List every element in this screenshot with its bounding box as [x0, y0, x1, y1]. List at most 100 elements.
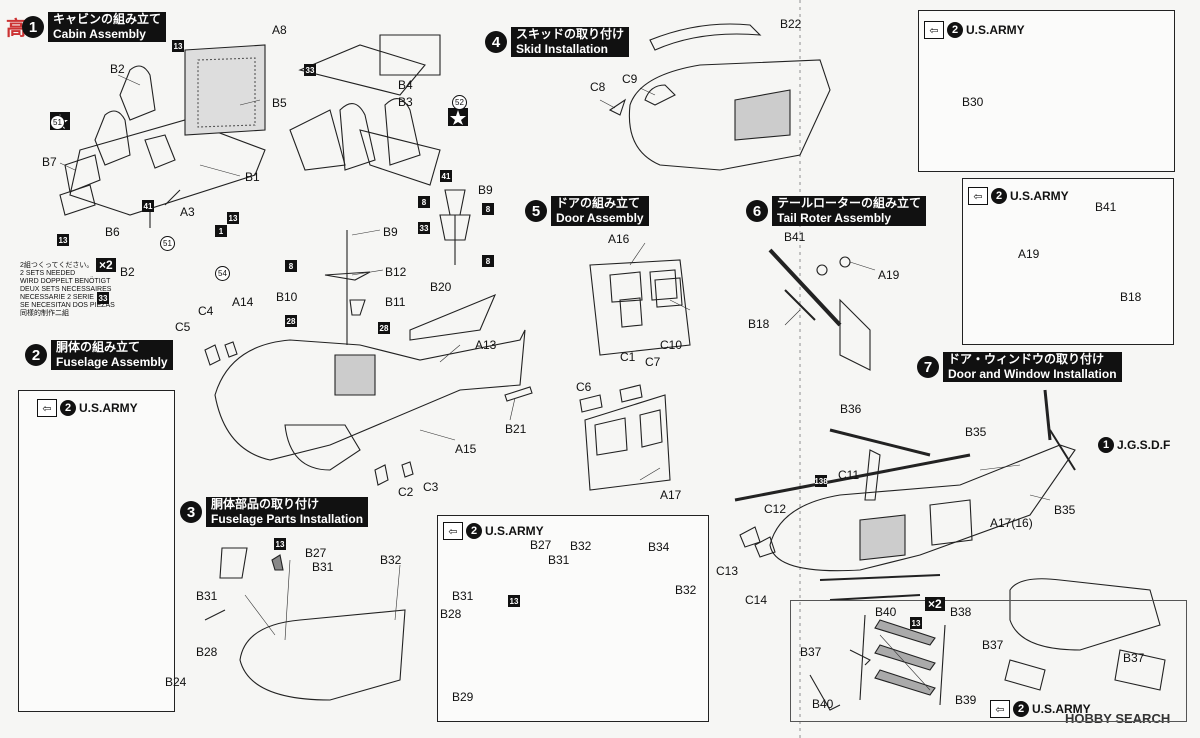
variant-number: 2	[947, 22, 963, 38]
part-label: B27	[530, 538, 552, 552]
part-label: B31	[548, 553, 570, 567]
part-label: A15	[455, 442, 477, 456]
part-label: B7	[42, 155, 57, 169]
part-label: B18	[1120, 290, 1142, 304]
part-label: C2	[398, 485, 414, 499]
step-title-en: Fuselage Parts Installation	[206, 512, 369, 527]
part-label: B12	[385, 265, 407, 279]
part-label: B32	[570, 539, 592, 553]
part-label: B38	[950, 605, 972, 619]
nose-section	[239, 609, 406, 701]
multi-sets-note: 2組つくってください。 2 SETS NEEDED WIRD DOPPELT B…	[20, 262, 115, 318]
part-label: B41	[784, 230, 806, 244]
step-number: 5	[525, 200, 547, 222]
step-title-jp: 胴体部品の取り付け	[206, 497, 369, 512]
part-label: C6	[576, 380, 592, 394]
step-title-en: Tail Roter Assembly	[772, 211, 927, 226]
part-label: B4	[398, 78, 413, 92]
step-number: 6	[746, 200, 768, 222]
color-marker: 13	[227, 212, 239, 224]
color-marker: 13	[910, 617, 922, 629]
part-label: B6	[105, 225, 120, 239]
pilot-figure-2	[94, 110, 131, 166]
color-marker: 138	[814, 475, 828, 487]
color-marker: 8	[285, 260, 297, 272]
watermark-logo: 高	[6, 18, 26, 40]
step-title-jp: ドア・ウィンドウの取り付け	[943, 352, 1122, 367]
color-marker: 13	[274, 538, 286, 550]
part-label: B41	[1095, 200, 1117, 214]
usarmy-tag-bottom: ⇦ 2 U.S.ARMY	[990, 700, 1091, 718]
part-label: B35	[965, 425, 987, 439]
variant-label: J.G.S.D.F	[1117, 438, 1171, 452]
variant-label: U.S.ARMY	[1032, 702, 1091, 716]
part-label: B29	[452, 690, 474, 704]
note-line: 2 SETS NEEDED	[20, 270, 76, 277]
part-label: C13	[716, 564, 739, 578]
part-label: B31	[196, 589, 218, 603]
step-title-jp: テールローターの組み立て	[772, 196, 927, 211]
step-title-jp: ドアの組み立て	[551, 196, 649, 211]
color-marker: 33	[304, 64, 316, 76]
arrow-left-icon: ⇦	[37, 399, 57, 417]
step-title-en: Cabin Assembly	[48, 27, 167, 42]
jgsdf-tag: 1 J.G.S.D.F	[1098, 437, 1170, 453]
part-label: B20	[430, 280, 452, 294]
step-number: 2	[25, 344, 47, 366]
step-number: 1	[22, 16, 44, 38]
part-label: C4	[198, 304, 214, 318]
part-label: B37	[982, 638, 1004, 652]
part-label: B2	[120, 265, 135, 279]
part-label: B35	[1054, 503, 1076, 517]
fuselage-body	[214, 329, 526, 461]
note-line: SE NECESITAN DOS PIEZAS	[20, 302, 115, 309]
usarmy-panel-tail: ⇦ 2 U.S.ARMY	[962, 178, 1174, 345]
color-marker: 13	[172, 40, 184, 52]
part-label: B40	[812, 697, 834, 711]
color-marker: 8	[482, 203, 494, 215]
part-label: B31	[312, 560, 334, 574]
part-label: B28	[440, 607, 462, 621]
part-label: C8	[590, 80, 606, 94]
variant-number: 1	[1098, 437, 1114, 453]
color-marker: 1	[215, 225, 227, 237]
part-label: B9	[478, 183, 493, 197]
part-label: B10	[276, 290, 298, 304]
decal-marker: 51	[50, 115, 65, 130]
color-marker: 13	[508, 595, 520, 607]
variant-label: U.S.ARMY	[485, 524, 544, 538]
step-title-jp: キャビンの組み立て	[48, 12, 167, 27]
part-label: A16	[608, 232, 630, 246]
arrow-left-icon: ⇦	[968, 187, 988, 205]
step-title-jp: 胴体の組み立て	[51, 340, 173, 355]
part-label: B22	[780, 17, 802, 31]
note-line: NECESSARIE 2 SERIE	[20, 294, 94, 301]
usarmy-panel-b30: ⇦ 2 U.S.ARMY	[918, 10, 1175, 172]
part-label: B18	[748, 317, 770, 331]
variant-label: U.S.ARMY	[79, 401, 138, 415]
part-label: B40	[875, 605, 897, 619]
color-marker: 33	[418, 222, 430, 234]
arrow-left-icon: ⇦	[990, 700, 1010, 718]
part-label: B37	[800, 645, 822, 659]
part-label: A14	[232, 295, 254, 309]
color-marker: 28	[285, 315, 297, 327]
arrow-left-icon: ⇦	[924, 21, 944, 39]
part-label: A3	[180, 205, 195, 219]
times-two-badge: ×2	[96, 258, 116, 272]
part-label: C5	[175, 320, 191, 334]
times-two-badge: ×2	[925, 597, 945, 611]
part-label: C12	[764, 502, 787, 516]
part-label: B36	[840, 402, 862, 416]
decal-marker: 51	[160, 236, 175, 251]
step7-steps-panel	[790, 600, 1187, 722]
variant-number: 2	[991, 188, 1007, 204]
part-label: B32	[675, 583, 697, 597]
note-line: 同樣的制作二組	[20, 310, 69, 317]
part-label: B21	[505, 422, 527, 436]
